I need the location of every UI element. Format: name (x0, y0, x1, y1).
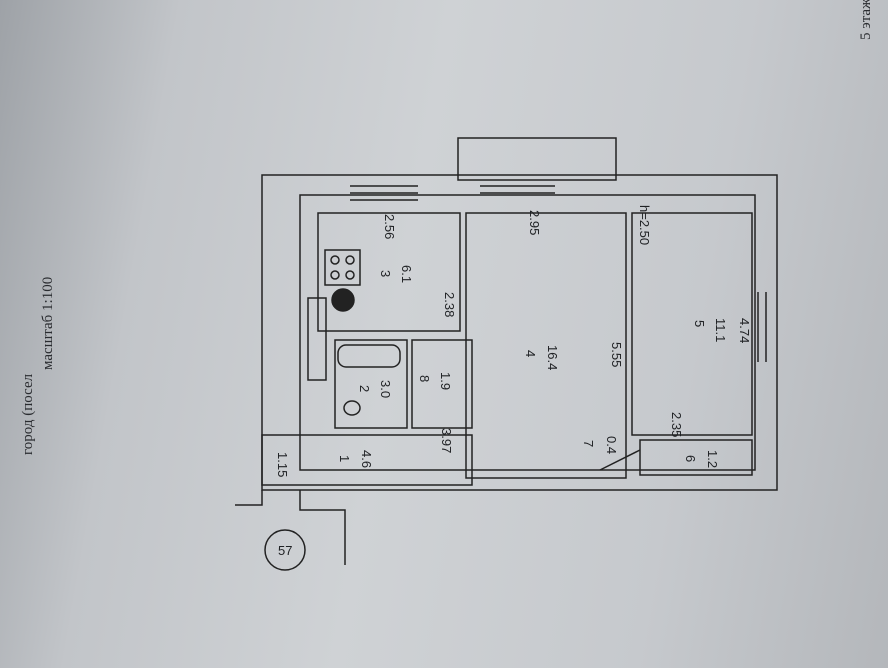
outer-wall (261, 174, 778, 491)
room-6-closet (639, 439, 753, 476)
inner-wall (299, 194, 756, 471)
burner-icon (345, 255, 355, 265)
room-2-area: 3.0 (378, 380, 393, 398)
dimension-label: 2.56 (382, 214, 397, 239)
dimension-label: 1.15 (275, 452, 290, 477)
dimension-label: 2.95 (527, 210, 542, 235)
room-2-number: 2 (357, 385, 372, 392)
room-6-area: 1.2 (705, 450, 720, 468)
stove-icon (324, 249, 361, 286)
room-5-area: 11.1 (713, 318, 728, 342)
dimension-label: 2.38 (442, 292, 457, 317)
room-2-bath (334, 339, 408, 429)
gas-boiler-icon (331, 288, 355, 312)
vent-shaft (307, 297, 327, 381)
burner-icon (330, 255, 340, 265)
room-5-bedroom (631, 212, 753, 436)
room-7-area: 0.4 (604, 436, 619, 454)
room-7-number: 7 (581, 440, 596, 447)
dimension-label: 4.74 (737, 318, 752, 343)
room-4-area: 16.4 (545, 345, 560, 370)
room-4-number: 4 (523, 350, 538, 357)
entry-wall (235, 490, 346, 565)
window (350, 185, 418, 201)
room-3-area: 6.1 (399, 265, 414, 283)
apartment-number-circle (264, 529, 306, 571)
dimension-label: 2.35 (669, 412, 684, 437)
window (480, 185, 555, 194)
room-1-number: 1 (337, 455, 352, 462)
room-5-number: 5 (692, 320, 707, 327)
window (757, 292, 767, 362)
apartment-number: 57 (278, 543, 292, 558)
toilet-icon (343, 400, 361, 416)
room-1-hall (261, 434, 473, 486)
room-7-divider (599, 449, 641, 471)
room-8-area: 1.9 (438, 372, 453, 390)
burner-icon (330, 270, 340, 280)
room-1-area: 4.6 (359, 450, 374, 468)
dimension-label: 5.55 (609, 342, 624, 367)
ceiling-height-label: h=2.50 (637, 205, 652, 245)
dimension-label: 3.97 (439, 428, 454, 453)
burner-icon (345, 270, 355, 280)
balcony (457, 137, 617, 181)
room-6-number: 6 (683, 455, 698, 462)
room-3-number: 3 (378, 270, 393, 277)
room-4-living (465, 212, 627, 479)
bathtub-icon (337, 344, 401, 368)
room-3-kitchen (317, 212, 461, 332)
room-8-number: 8 (417, 375, 432, 382)
room-8-storage (411, 339, 473, 429)
